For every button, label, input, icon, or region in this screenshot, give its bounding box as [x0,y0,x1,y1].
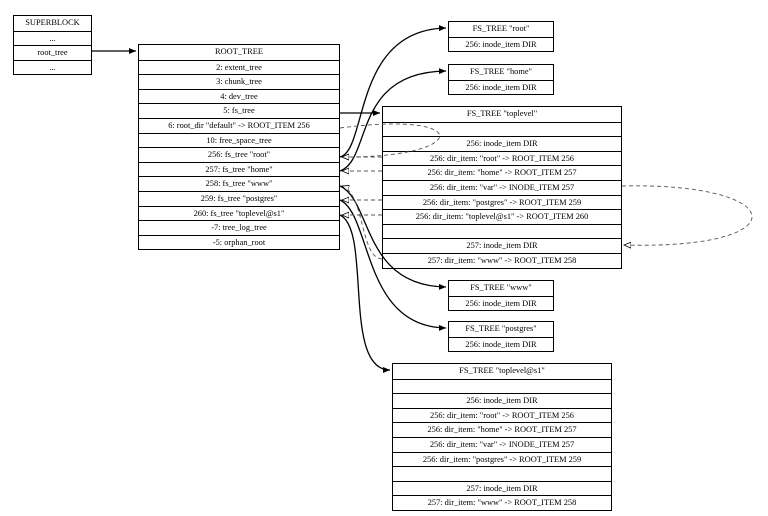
fs-tree-title: FS_TREE "postgres" [465,324,537,333]
fs-tree-row: 257: inode_item DIR [383,238,621,253]
fs-tree-row: 256: dir_item: "home" -> ROOT_ITEM 257 [393,422,611,437]
fs-tree-row: 256: inode_item DIR [393,393,611,408]
fs-tree-row: 256: inode_item DIR [383,136,621,151]
fs-tree-row: 257: inode_item DIR [393,480,611,496]
fs-tree-row: 256: inode_item DIR [449,295,553,311]
superblock-row: ... [14,30,91,46]
root-tree-row: 10: free_space_tree [139,132,339,148]
fs-tree-title: FS_TREE "toplevel@s1" [459,366,545,375]
superblock-table: SUPERBLOCK ... root_tree ... [13,15,92,76]
fs-tree-row: 256: inode_item DIR [449,36,553,52]
superblock-row: ... [14,59,91,75]
root-tree-row: 256: fs_tree "root" [139,147,339,162]
fs-tree-row: 256: dir_item: "postgres" -> ROOT_ITEM 2… [393,451,611,467]
root-tree-row: 4: dev_tree [139,88,339,104]
root-tree-title: ROOT_TREE [215,47,263,56]
fs-tree-row: 256: dir_item: "root" -> ROOT_ITEM 256 [393,407,611,423]
root-tree-row: -5: orphan_root [139,234,339,250]
root-tree-row: 258: fs_tree "www" [139,176,339,191]
fs-tree-home-table: FS_TREE "home" 256: inode_item DIR [448,64,554,96]
fs-tree-row: 256: dir_item: "var" -> INODE_ITEM 257 [383,179,621,195]
fs-tree-row: 256: inode_item DIR [449,79,553,95]
fs-tree-row-empty [393,466,611,481]
root-tree-row: 3: chunk_tree [139,74,339,89]
fs-tree-row: 257: dir_item: "www" -> ROOT_ITEM 258 [383,252,621,268]
fs-tree-title: FS_TREE "www" [470,283,532,292]
root-tree-row: 2: extent_tree [139,59,339,75]
fs-tree-title: FS_TREE "root" [472,24,530,33]
fs-tree-title: FS_TREE "home" [470,67,532,76]
root-tree-row: 259: fs_tree "postgres" [139,190,339,206]
fs-tree-row: 257: dir_item: "www" -> ROOT_ITEM 258 [393,495,611,510]
root-tree-table: ROOT_TREE 2: extent_tree 3: chunk_tree 4… [138,44,340,251]
fs-tree-row: 256: dir_item: "toplevel@s1" -> ROOT_ITE… [383,209,621,224]
fs-tree-root-table: FS_TREE "root" 256: inode_item DIR [448,21,554,53]
fs-tree-row-empty [383,121,621,137]
fs-tree-row: 256: dir_item: "postgres" -> ROOT_ITEM 2… [383,194,621,210]
fs-tree-row: 256: inode_item DIR [449,336,553,352]
root-tree-row: 6: root_dir "default" -> ROOT_ITEM 256 [139,117,339,133]
fs-tree-row: 256: dir_item: "home" -> ROOT_ITEM 257 [383,165,621,180]
edge-var-inode-loop [621,185,753,245]
fs-tree-title: FS_TREE "toplevel" [466,109,538,118]
fs-tree-row-empty [393,378,611,394]
fs-tree-row: 256: dir_item: "var" -> INODE_ITEM 257 [393,436,611,452]
root-tree-row: 5: fs_tree [139,103,339,118]
edge-dir-www [342,186,383,260]
root-tree-row: 260: fs_tree "toplevel@s1" [139,205,339,221]
fs-tree-www-table: FS_TREE "www" 256: inode_item DIR [448,280,554,312]
superblock-title: SUPERBLOCK [25,18,80,27]
fs-tree-toplevel-table: FS_TREE "toplevel" 256: inode_item DIR 2… [382,106,622,269]
superblock-row-root-tree: root_tree [14,45,91,60]
fs-tree-row: 256: dir_item: "root" -> ROOT_ITEM 256 [383,150,621,166]
fs-tree-row-empty [383,223,621,239]
root-tree-row: -7: tree_log_tree [139,220,339,235]
fs-tree-toplevel-s1-table: FS_TREE "toplevel@s1" 256: inode_item DI… [392,363,612,511]
fs-tree-postgres-table: FS_TREE "postgres" 256: inode_item DIR [448,321,554,353]
root-tree-row: 257: fs_tree "home" [139,161,339,177]
